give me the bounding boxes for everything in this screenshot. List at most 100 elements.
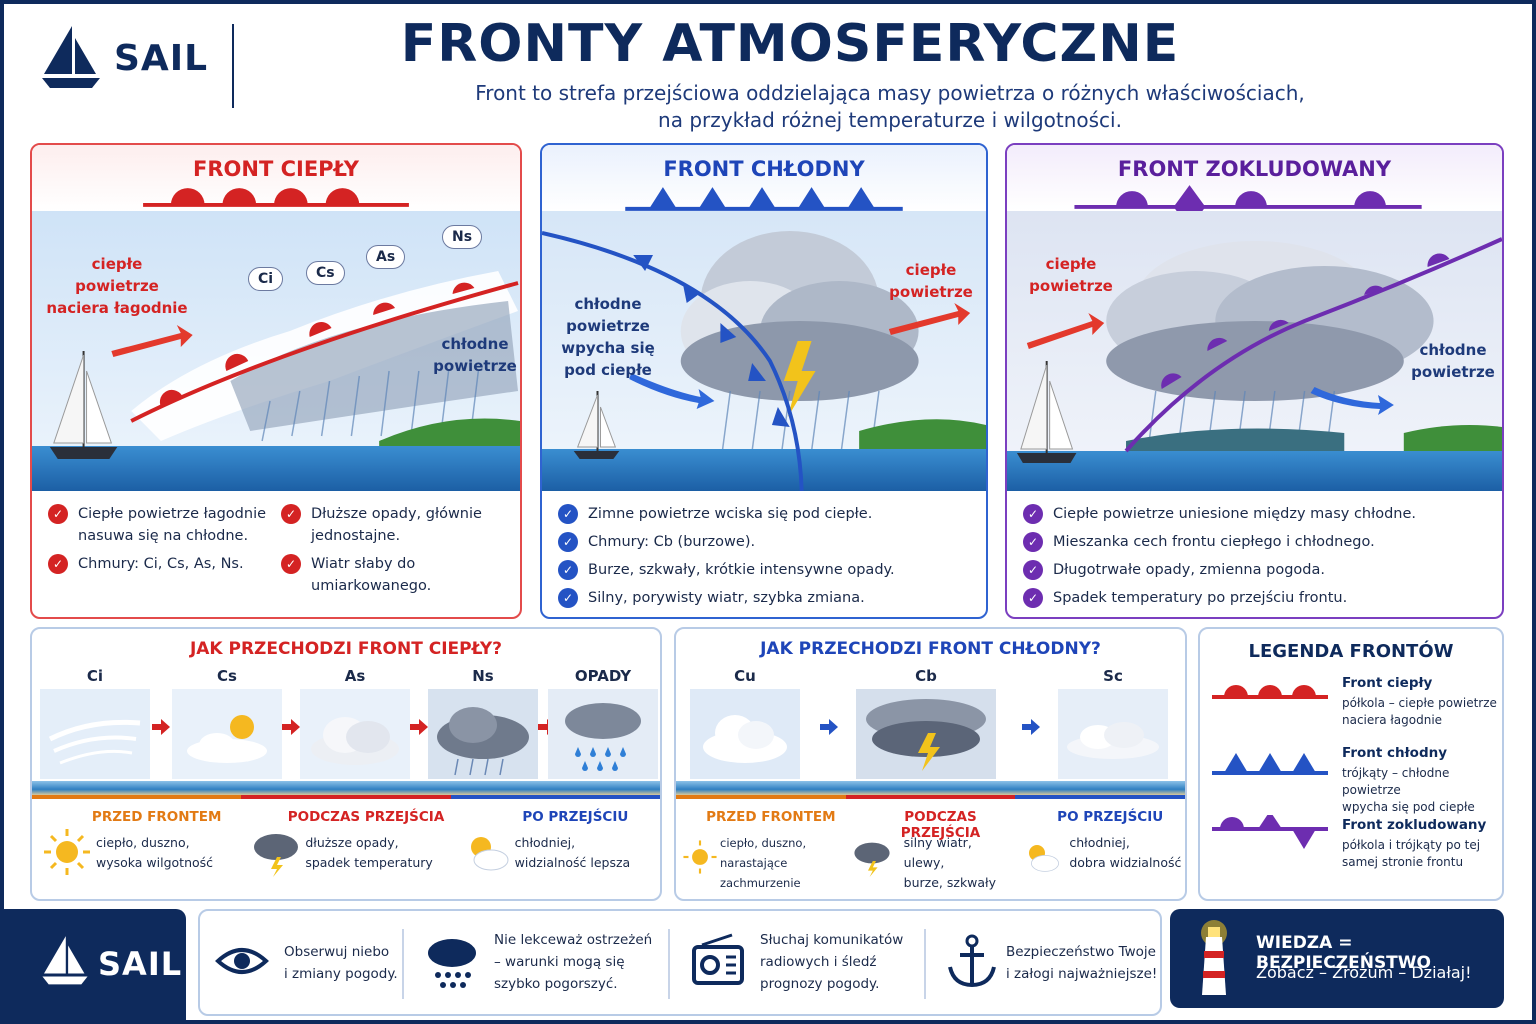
anchor-icon xyxy=(948,934,996,988)
cold-passage-panel: JAK PRZECHODZI FRONT CHŁODNY? Cu Cb Sc xyxy=(674,627,1187,901)
phase-during: PODCZAS PRZEJŚCIA dłuższe opady,spadek t… xyxy=(241,799,450,899)
motto-line-1: WIEDZA = BEZPIECZEŃSTWO xyxy=(1256,933,1431,973)
sailboat-icon xyxy=(573,391,620,459)
sequence-step-cu: Cu xyxy=(690,667,800,783)
section-title: JAK PRZECHODZI FRONT CIEPŁY? xyxy=(189,639,503,659)
phase-after: PO PRZEJŚCIU chłodniej,dobra widzialność xyxy=(1015,799,1185,899)
check-icon: ✓ xyxy=(558,560,578,580)
cloud-sequence: Cu Cb Sc xyxy=(676,667,1185,787)
storm-cloud-icon xyxy=(854,842,890,877)
rain-cloud-icon xyxy=(548,689,658,779)
arrow-right-icon xyxy=(820,719,838,735)
divider xyxy=(402,929,404,999)
list-item: ✓Ciepłe powietrze łagodnie nasuwa się na… xyxy=(48,503,271,547)
occluded-front-symbol-icon xyxy=(1074,185,1422,219)
cumulonimbus-cloud-icon xyxy=(856,689,996,779)
warm-front-legend-icon xyxy=(1212,685,1328,699)
cloud-tag-ns: Ns xyxy=(442,225,483,249)
panel-title: FRONT CHŁODNY xyxy=(663,157,865,181)
arrow-right-icon xyxy=(1022,719,1040,735)
storm-cloud-icon xyxy=(254,834,299,877)
panel-title: FRONT CIEPŁY xyxy=(193,157,359,181)
check-icon: ✓ xyxy=(558,504,578,524)
header-divider xyxy=(232,24,234,108)
list-item: ✓Wiatr słaby do umiarkowanego. xyxy=(281,553,504,597)
cold-front-bullets: ✓Zimne powietrze wciska się pod ciepłe. … xyxy=(542,491,986,617)
phase-during: PODCZAS PRZEJŚCIA silny wiatr, ulewy,bur… xyxy=(846,799,1016,899)
brand-name: SAIL xyxy=(98,945,183,983)
motto-banner: WIEDZA = BEZPIECZEŃSTWO Zobacz – Zrozum … xyxy=(1170,909,1504,1008)
list-item: ✓Mieszanka cech frontu ciepłego i chłodn… xyxy=(1023,531,1486,553)
list-item: ✓Burze, szkwały, krótkie intensywne opad… xyxy=(558,559,970,581)
radio-icon xyxy=(692,933,744,985)
list-item: ✓Silny, porywisty wiatr, szybka zmiana. xyxy=(558,587,970,609)
check-icon: ✓ xyxy=(48,504,68,524)
cirrostratus-cloud-icon xyxy=(172,689,282,779)
occluded-front-scene xyxy=(1007,211,1502,491)
sailboat-icon xyxy=(49,351,118,459)
check-icon: ✓ xyxy=(1023,588,1043,608)
sequence-step-ns: Ns xyxy=(428,667,538,783)
cloud-tag-as: As xyxy=(366,245,406,269)
arrow-right-icon xyxy=(152,719,170,735)
phases: PRZED FRONTEM ciepło, duszno,narastające… xyxy=(676,799,1185,899)
list-item: ✓Chmury: Ci, Cs, As, Ns. xyxy=(48,553,271,575)
list-item: ✓Dłuższe opady, głównie jednostajne. xyxy=(281,503,504,547)
motto-line-2: Zobacz – Zrozum – Działaj! xyxy=(1256,963,1472,982)
sequence-step-cs: Cs xyxy=(172,667,282,783)
phase-before: PRZED FRONTEM ciepło, duszno,narastające… xyxy=(676,799,846,899)
page-subtitle: Front to strefa przejściowa oddzielająca… xyxy=(300,80,1480,134)
check-icon: ✓ xyxy=(558,532,578,552)
sequence-step-sc: Sc xyxy=(1058,667,1168,783)
cirrus-cloud-icon xyxy=(40,689,150,779)
check-icon: ✓ xyxy=(1023,532,1043,552)
sea-strip xyxy=(32,781,660,795)
arrow-right-icon xyxy=(410,719,428,735)
sun-icon xyxy=(683,840,717,874)
rain-cloud-icon xyxy=(428,939,476,988)
phases: PRZED FRONTEM ciepło, duszno,wysoka wilg… xyxy=(32,799,660,899)
warm-front-scene xyxy=(32,211,520,491)
sequence-step-opady: OPADY xyxy=(548,667,658,783)
warm-front-bullets: ✓Ciepłe powietrze łagodnie nasuwa się na… xyxy=(32,491,520,617)
phase-bar xyxy=(676,795,1185,799)
list-item: ✓Zimne powietrze wciska się pod ciepłe. xyxy=(558,503,970,525)
nimbostratus-cloud-icon xyxy=(428,689,538,779)
warm-front-panel: FRONT CIEPŁY xyxy=(30,143,522,619)
occluded-front-legend-icon xyxy=(1212,815,1328,849)
check-icon: ✓ xyxy=(48,554,68,574)
brand-logo: SAIL xyxy=(38,22,208,94)
divider xyxy=(924,929,926,999)
cloud-tag-ci: Ci xyxy=(248,267,284,291)
legend-panel: LEGENDA FRONTÓW Front ciepły półkola – c… xyxy=(1198,627,1504,901)
cumulus-cloud-icon xyxy=(690,689,800,779)
check-icon: ✓ xyxy=(1023,560,1043,580)
partly-cloudy-icon xyxy=(470,837,509,871)
check-icon: ✓ xyxy=(1023,504,1043,524)
phase-bar xyxy=(32,795,660,799)
occluded-front-bullets: ✓Ciepłe powietrze uniesione między masy … xyxy=(1007,491,1502,617)
page-title: FRONTY ATMOSFERYCZNE xyxy=(400,14,1180,74)
sailboat-logo-icon xyxy=(42,26,100,88)
panel-title: FRONT ZOKLUDOWANY xyxy=(1117,157,1392,181)
legend-item-occluded: Front zokludowany półkola i trójkąty po … xyxy=(1210,815,1500,875)
brand-name: SAIL xyxy=(114,37,209,79)
tip-warnings: Nie lekceważ ostrzeżeń– warunki mogą się… xyxy=(424,925,654,1005)
legend-title: LEGENDA FRONTÓW xyxy=(1248,641,1454,662)
altostratus-cloud-icon xyxy=(300,689,410,779)
cloud-tag-cs: Cs xyxy=(306,261,345,285)
sailboat-logo-icon xyxy=(42,936,88,985)
sequence-step-cb: Cb xyxy=(856,667,996,783)
legend-item-cold: Front chłodny trójkąty – chłodne powietr… xyxy=(1210,743,1500,814)
